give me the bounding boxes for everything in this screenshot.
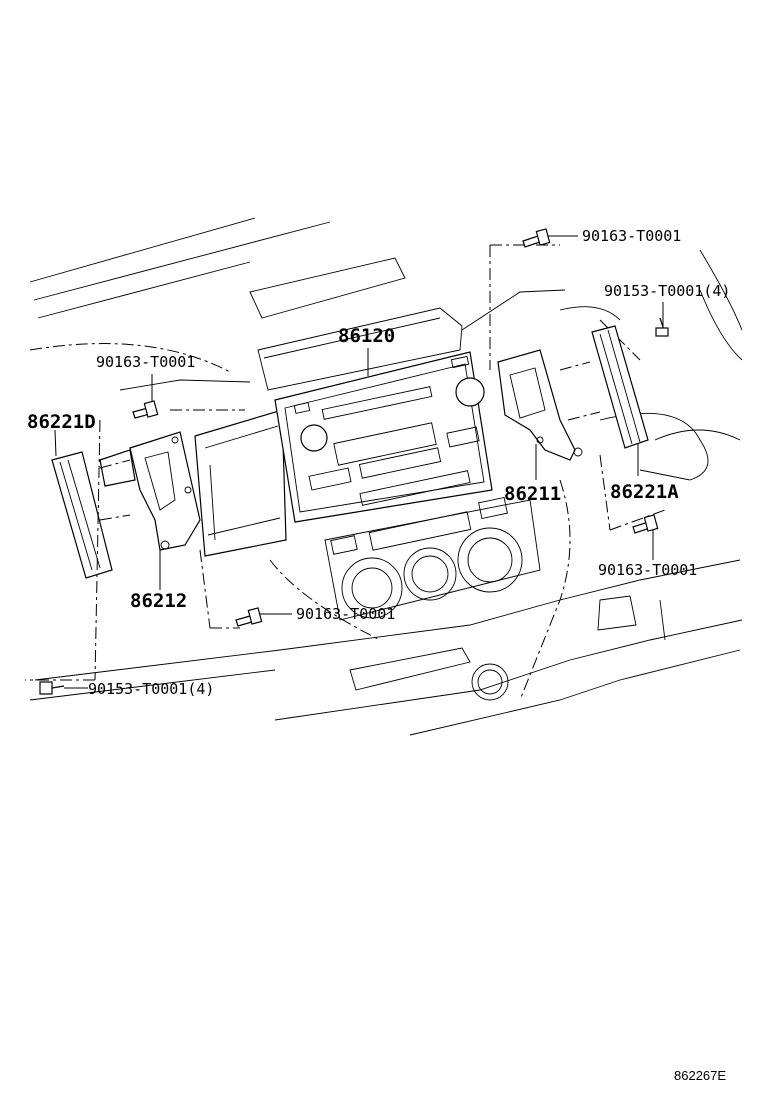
right-side-panel <box>591 325 649 449</box>
label-right-bracket: 86211 <box>504 483 561 505</box>
label-head-unit: 86120 <box>338 325 395 347</box>
right-bracket <box>497 349 583 461</box>
screw-top-right-icon <box>655 317 669 337</box>
left-bracket <box>99 431 201 551</box>
label-right-panel: 86221A <box>610 481 679 503</box>
label-screw-top-right: 90153-T0001(4) <box>604 282 730 300</box>
leader-lines <box>54 235 664 689</box>
label-screw-bottom-left: 90153-T0001(4) <box>88 680 214 698</box>
label-bolt-lower-right: 90163-T0001 <box>598 561 697 579</box>
screw-bottom-left-icon <box>39 681 65 695</box>
bolt-bottom-icon <box>235 607 263 627</box>
bolt-top-right-icon <box>522 228 551 248</box>
left-side-panel <box>51 451 113 579</box>
bolt-left-icon <box>132 400 159 419</box>
label-bolt-top-right: 90163-T0001 <box>582 227 681 245</box>
label-left-bracket: 86212 <box>130 590 187 612</box>
label-bolt-left: 90163-T0001 <box>96 353 195 371</box>
figure-reference: 862267E <box>674 1068 726 1083</box>
bolt-lower-right-icon <box>632 514 659 534</box>
climate-control-panel <box>324 496 541 701</box>
radio-head-unit <box>194 351 493 557</box>
label-left-panel: 86221D <box>27 411 96 433</box>
label-bolt-bottom: 90163-T0001 <box>296 605 395 623</box>
